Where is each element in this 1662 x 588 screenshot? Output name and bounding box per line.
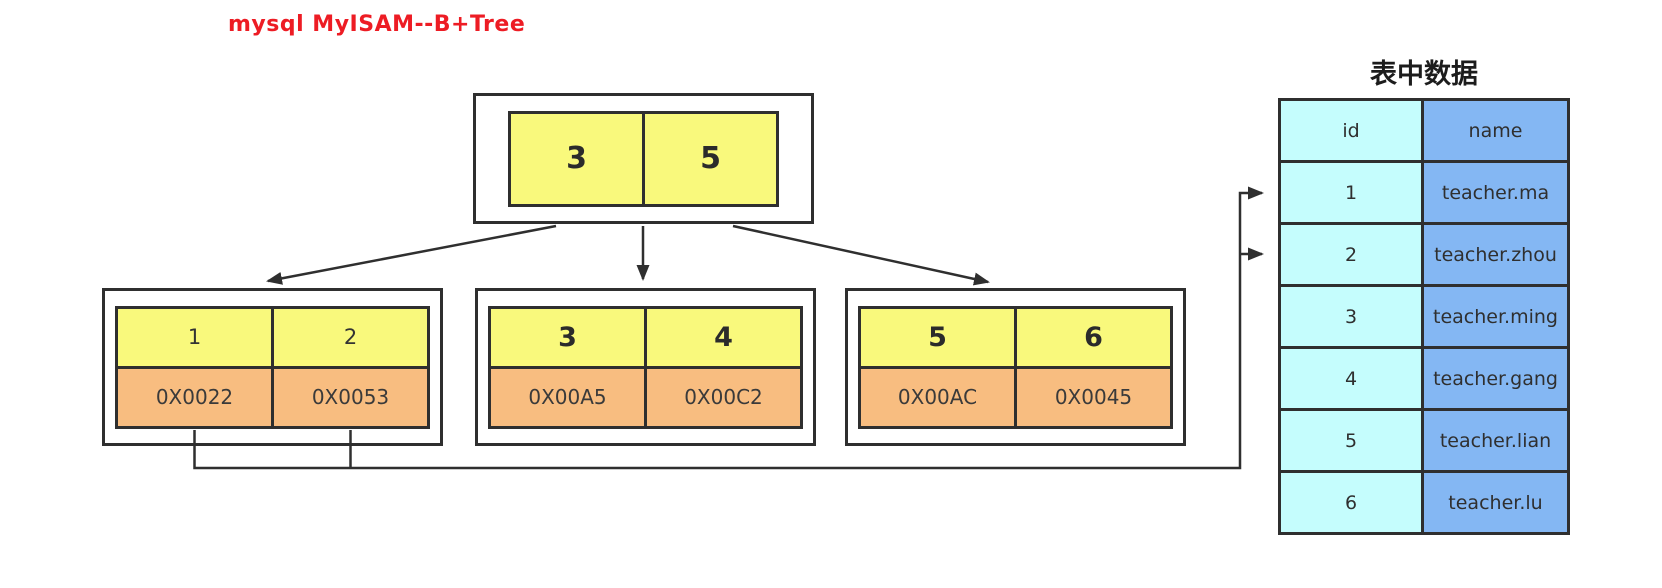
leaf-1-grid: 1 2 0X0022 0X0053 <box>115 305 430 429</box>
leaf-pointer-cell: 0X0022 <box>118 368 271 426</box>
table-title: 表中数据 <box>1370 59 1478 90</box>
btree-root-node: 3 5 <box>473 93 814 224</box>
table-cell-name: teacher.zhou <box>1424 225 1567 284</box>
table-cell-name: teacher.ming <box>1424 287 1567 346</box>
table-cell-id: 6 <box>1281 473 1421 532</box>
leaf-pointer-cell: 0X00C2 <box>647 368 800 426</box>
btree-leaf-node-1: 1 2 0X0022 0X0053 <box>102 288 443 446</box>
leaf-key-cell: 5 <box>861 308 1014 366</box>
btree-leaf-node-2: 3 4 0X00A5 0X00C2 <box>475 288 816 446</box>
leaf-pointer-cell: 0X0045 <box>1017 368 1170 426</box>
data-table: id name 1 teacher.ma 2 teacher.zhou 3 te… <box>1278 98 1570 535</box>
root-to-leaf1-arrow <box>266 224 557 285</box>
table-cell-id: 2 <box>1281 225 1421 284</box>
table-cell-id: 5 <box>1281 411 1421 470</box>
table-cell-id: 1 <box>1281 163 1421 222</box>
leaf-key-cell: 4 <box>647 308 800 366</box>
leaf-pointer-cell: 0X00A5 <box>491 368 644 426</box>
table-cell-name: teacher.lian <box>1424 411 1567 470</box>
leaf-pointer-cell: 0X00AC <box>861 368 1014 426</box>
leaf-2-grid: 3 4 0X00A5 0X00C2 <box>488 305 803 429</box>
leaf-key-cell: 3 <box>491 308 644 366</box>
root-key-row: 3 5 <box>508 110 779 207</box>
table-cell-id: 4 <box>1281 349 1421 408</box>
leaf-pointer-cell: 0X0053 <box>274 368 427 426</box>
table-cell-name: teacher.lu <box>1424 473 1567 532</box>
root-key-cell: 5 <box>645 113 776 204</box>
leaf-key-cell: 2 <box>274 308 427 366</box>
leaf-key-cell: 1 <box>118 308 271 366</box>
table-cell-name: teacher.gang <box>1424 349 1567 408</box>
table-cell-name: teacher.ma <box>1424 163 1567 222</box>
btree-leaf-node-3: 5 6 0X00AC 0X0045 <box>845 288 1186 446</box>
leaf-key-cell: 6 <box>1017 308 1170 366</box>
table-header-id: id <box>1281 101 1421 160</box>
root-key-cell: 3 <box>511 113 642 204</box>
table-header-name: name <box>1424 101 1567 160</box>
leaf-3-grid: 5 6 0X00AC 0X0045 <box>858 305 1173 429</box>
diagram-title: mysql MyISAM--B+Tree <box>228 12 526 37</box>
root-to-leaf3-arrow <box>732 224 990 286</box>
table-cell-id: 3 <box>1281 287 1421 346</box>
